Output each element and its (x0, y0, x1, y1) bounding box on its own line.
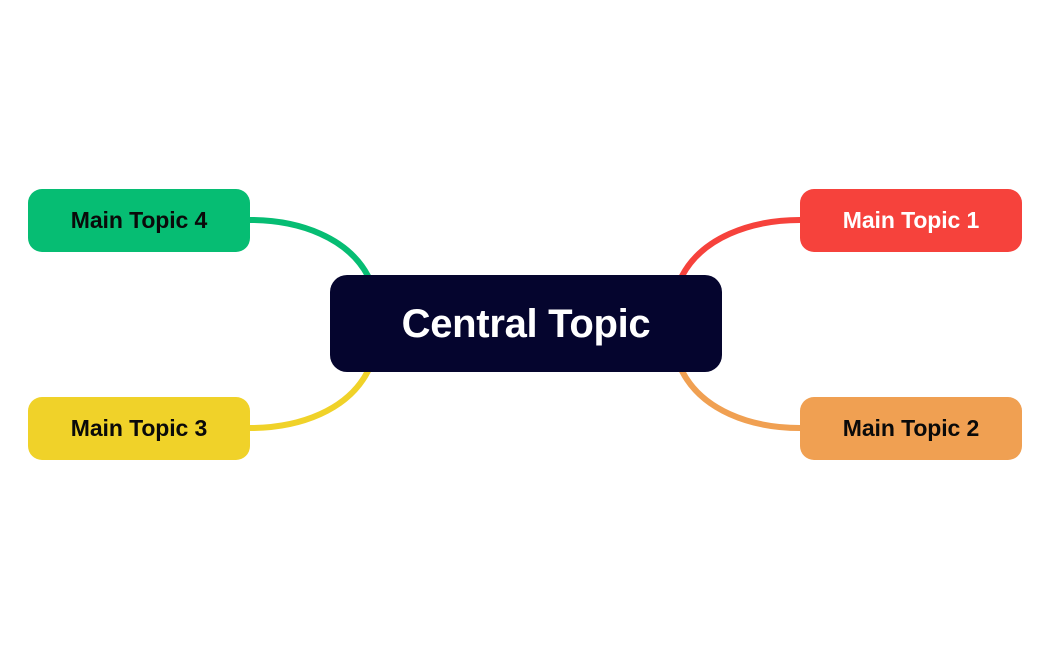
node-label-topic-1: Main Topic 1 (842, 207, 980, 233)
connector-topic-2 (679, 368, 803, 431)
node-label-topic-2: Main Topic 2 (842, 415, 980, 441)
connector-topic-3 (247, 368, 371, 431)
mind-map-node-central[interactable]: Central Topic (330, 275, 722, 372)
node-label-topic-3: Main Topic 3 (70, 415, 208, 441)
mind-map-node-topic-1[interactable]: Main Topic 1 (800, 189, 1022, 252)
connector-topic-1 (679, 217, 803, 279)
node-label-topic-4: Main Topic 4 (70, 207, 208, 233)
mind-map-node-topic-3[interactable]: Main Topic 3 (28, 397, 250, 460)
node-label-central: Central Topic (401, 301, 651, 346)
connector-topic-4 (247, 217, 371, 279)
mind-map-node-topic-4[interactable]: Main Topic 4 (28, 189, 250, 252)
mind-map-node-topic-2[interactable]: Main Topic 2 (800, 397, 1022, 460)
